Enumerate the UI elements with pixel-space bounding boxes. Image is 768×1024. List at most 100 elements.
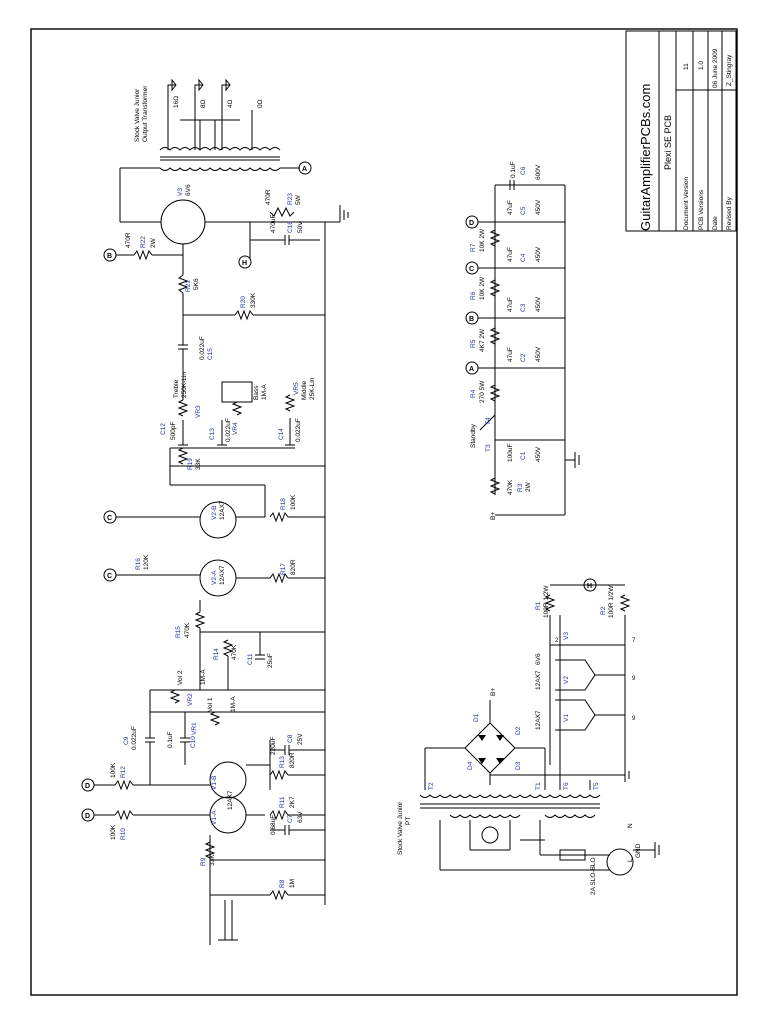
r13-val: 820R: [289, 752, 296, 768]
c13-ref: C13: [209, 428, 216, 440]
r1-ref: R1: [535, 601, 542, 610]
doc-version-key: Document Version: [683, 177, 690, 230]
tube-v2a: V2-A 12AX7 C R16 120K R17 820R: [103, 554, 325, 597]
r13-ref: R13: [279, 756, 286, 768]
node-c-ps: C: [469, 266, 474, 273]
r10-ref: R10: [120, 828, 127, 840]
vr1-val: 1M-A: [230, 696, 237, 712]
node-h-heater: H: [587, 583, 592, 590]
c8-ref: C8: [287, 734, 294, 743]
r7-ref: R7: [470, 243, 477, 252]
pin-9a: 9: [632, 676, 636, 682]
r2-ref: R2: [600, 606, 607, 615]
r21-val: 5K6: [193, 278, 200, 290]
title-block: GuitarAmplifierPCBs.com Plexi SE PCB Doc…: [625, 30, 737, 232]
c1-ref: C1: [520, 451, 527, 460]
r6-ref: R6: [470, 291, 477, 300]
r23-resistor: R23 470R 5W: [265, 189, 349, 222]
c16-capacitor: C16 470uF 50V H: [238, 215, 320, 269]
c2-val: 47uF: [507, 347, 514, 362]
c12-val: 500pF: [170, 422, 177, 440]
c14-val: 0.022uF: [295, 418, 302, 442]
r23-val: 470R: [265, 189, 272, 205]
output-transformer: Stock Valve Junior Output Transformer 16…: [119, 78, 312, 222]
revised-by-value: Z_Stingray: [726, 54, 733, 86]
speaker-taps: 16Ω 8Ω 4Ω 0Ω: [167, 78, 264, 150]
vr2-val: 1M-A: [200, 669, 207, 685]
v3-heater: V3: [563, 632, 570, 640]
c4-volt: 450V: [535, 246, 542, 262]
r22-watt: 2W: [150, 237, 157, 248]
fuse-label: 2A SLO-BLO: [590, 857, 597, 895]
standby-label: Standby: [470, 423, 477, 448]
vr5-name: Middle: [301, 380, 308, 400]
heater-v2-label: 12AX7: [535, 670, 542, 690]
pin-7: 7: [632, 638, 636, 644]
v3-type: 6V6: [185, 184, 192, 196]
vr1-ref: VR1: [191, 722, 198, 735]
v2a-ref: V2-A: [211, 570, 218, 585]
r12-ref: R12: [120, 766, 127, 778]
mains-input: 2A SLO-BLO N L GND: [439, 820, 660, 895]
r23-watt: 5W: [295, 194, 302, 205]
mains-n: N: [627, 823, 634, 828]
tap-16: 16Ω: [173, 96, 180, 108]
v2b-type: 12AX7: [219, 500, 226, 520]
node-b-v3: B: [107, 253, 112, 260]
r15-ref: R15: [175, 626, 182, 638]
r4-val: 270 5W: [479, 380, 486, 403]
r19-val: 33K: [195, 458, 202, 470]
heater-wiring: H R1 100R 1/2W R2 100R 1/2W 6V6 12AX7 12…: [535, 578, 636, 780]
c7-ref: C7: [287, 814, 294, 823]
v3-ref: V3: [177, 188, 184, 196]
vr2-name: Vol 2: [177, 670, 184, 685]
vr3-name: Treble: [173, 379, 180, 398]
pin-9b: 9: [632, 716, 636, 722]
d3-ref: D3: [515, 761, 522, 770]
c9-ref: C9: [123, 736, 130, 745]
c6-volt: 600V: [535, 164, 542, 180]
pin-2: 2: [555, 638, 559, 644]
heater-v3-label: 6V6: [535, 653, 542, 665]
v1-type: 12AX7: [227, 790, 234, 810]
c1-val: 100uF: [507, 444, 514, 462]
pcb-version-value: 1.0: [698, 61, 705, 70]
tap-4: 4Ω: [227, 99, 234, 108]
vr5-ref: VR5: [293, 382, 300, 395]
r16-ref: R16: [135, 558, 142, 570]
vr4-ref: VR4: [232, 422, 239, 435]
r17-ref: R17: [280, 563, 287, 575]
node-a-ot: A: [302, 166, 307, 173]
revised-by-key: Revised By: [726, 196, 733, 230]
c11-ref: C11: [247, 653, 254, 665]
r14-val: 470K: [231, 644, 238, 660]
doc-version-value: 11: [683, 63, 690, 70]
r16-val: 120K: [143, 554, 150, 570]
c11-val: 25uF: [267, 653, 274, 668]
coupling-caps: C9 0.022uF C10 0.1uF: [123, 690, 197, 785]
c4-ref: C4: [520, 253, 527, 262]
r8-val: 1M: [289, 879, 296, 888]
v2a-type: 12AX7: [219, 565, 226, 585]
c5-ref: C5: [520, 206, 527, 215]
mains-gnd: GND: [635, 843, 642, 858]
c15-ref: C15: [207, 348, 214, 360]
rectifier-bridge: D1 D2 D3 D4 B+: [424, 688, 630, 790]
vr2-ref: VR2: [187, 693, 194, 706]
node-d-ps: D: [469, 220, 474, 227]
r22-ref: R22: [140, 236, 147, 248]
vr3-val: 250K-Lin: [181, 372, 188, 398]
tone-stack: VR3 Treble 250K-Lin VR4 Bass 1M-A VR5 Mi…: [160, 372, 325, 485]
d2-ref: D2: [515, 726, 522, 735]
r19-ref: R19: [187, 458, 194, 470]
pt-label-2: PT: [405, 817, 412, 825]
ot-label-1: Stock Valve Junior: [134, 88, 141, 142]
r20-val: 330K: [250, 292, 257, 308]
r6-val: 10K 2W: [479, 276, 486, 300]
v2b-ref: V2-B: [211, 506, 218, 520]
r5-val: 4K7 2W: [479, 328, 486, 352]
c16-ref: C16: [287, 221, 294, 233]
tap-0: 0Ω: [257, 99, 264, 108]
mains-l: L: [627, 858, 634, 862]
